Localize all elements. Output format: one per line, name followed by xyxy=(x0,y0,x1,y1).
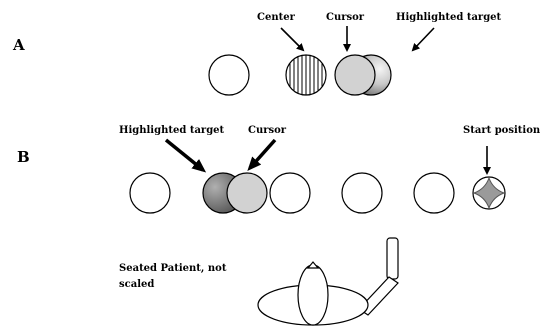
panel-a-center-arrow xyxy=(281,28,303,50)
panel-b-cursor-arrow xyxy=(250,140,275,168)
panel-a-cursor xyxy=(335,55,375,95)
panel-b-target-4 xyxy=(342,173,382,213)
panel-b-cursor xyxy=(227,173,267,213)
panel-a-plain-target xyxy=(209,55,249,95)
panel-b-target-1 xyxy=(130,173,170,213)
panel-a-target-arrow xyxy=(413,28,434,50)
panel-b-target-3 xyxy=(270,173,310,213)
panel-b-start-position xyxy=(473,177,505,209)
panel-a-center-target xyxy=(286,50,326,100)
panel-b-target-5 xyxy=(414,173,454,213)
panel-b-target-arrow xyxy=(166,140,203,170)
seated-patient-figure xyxy=(258,238,398,325)
